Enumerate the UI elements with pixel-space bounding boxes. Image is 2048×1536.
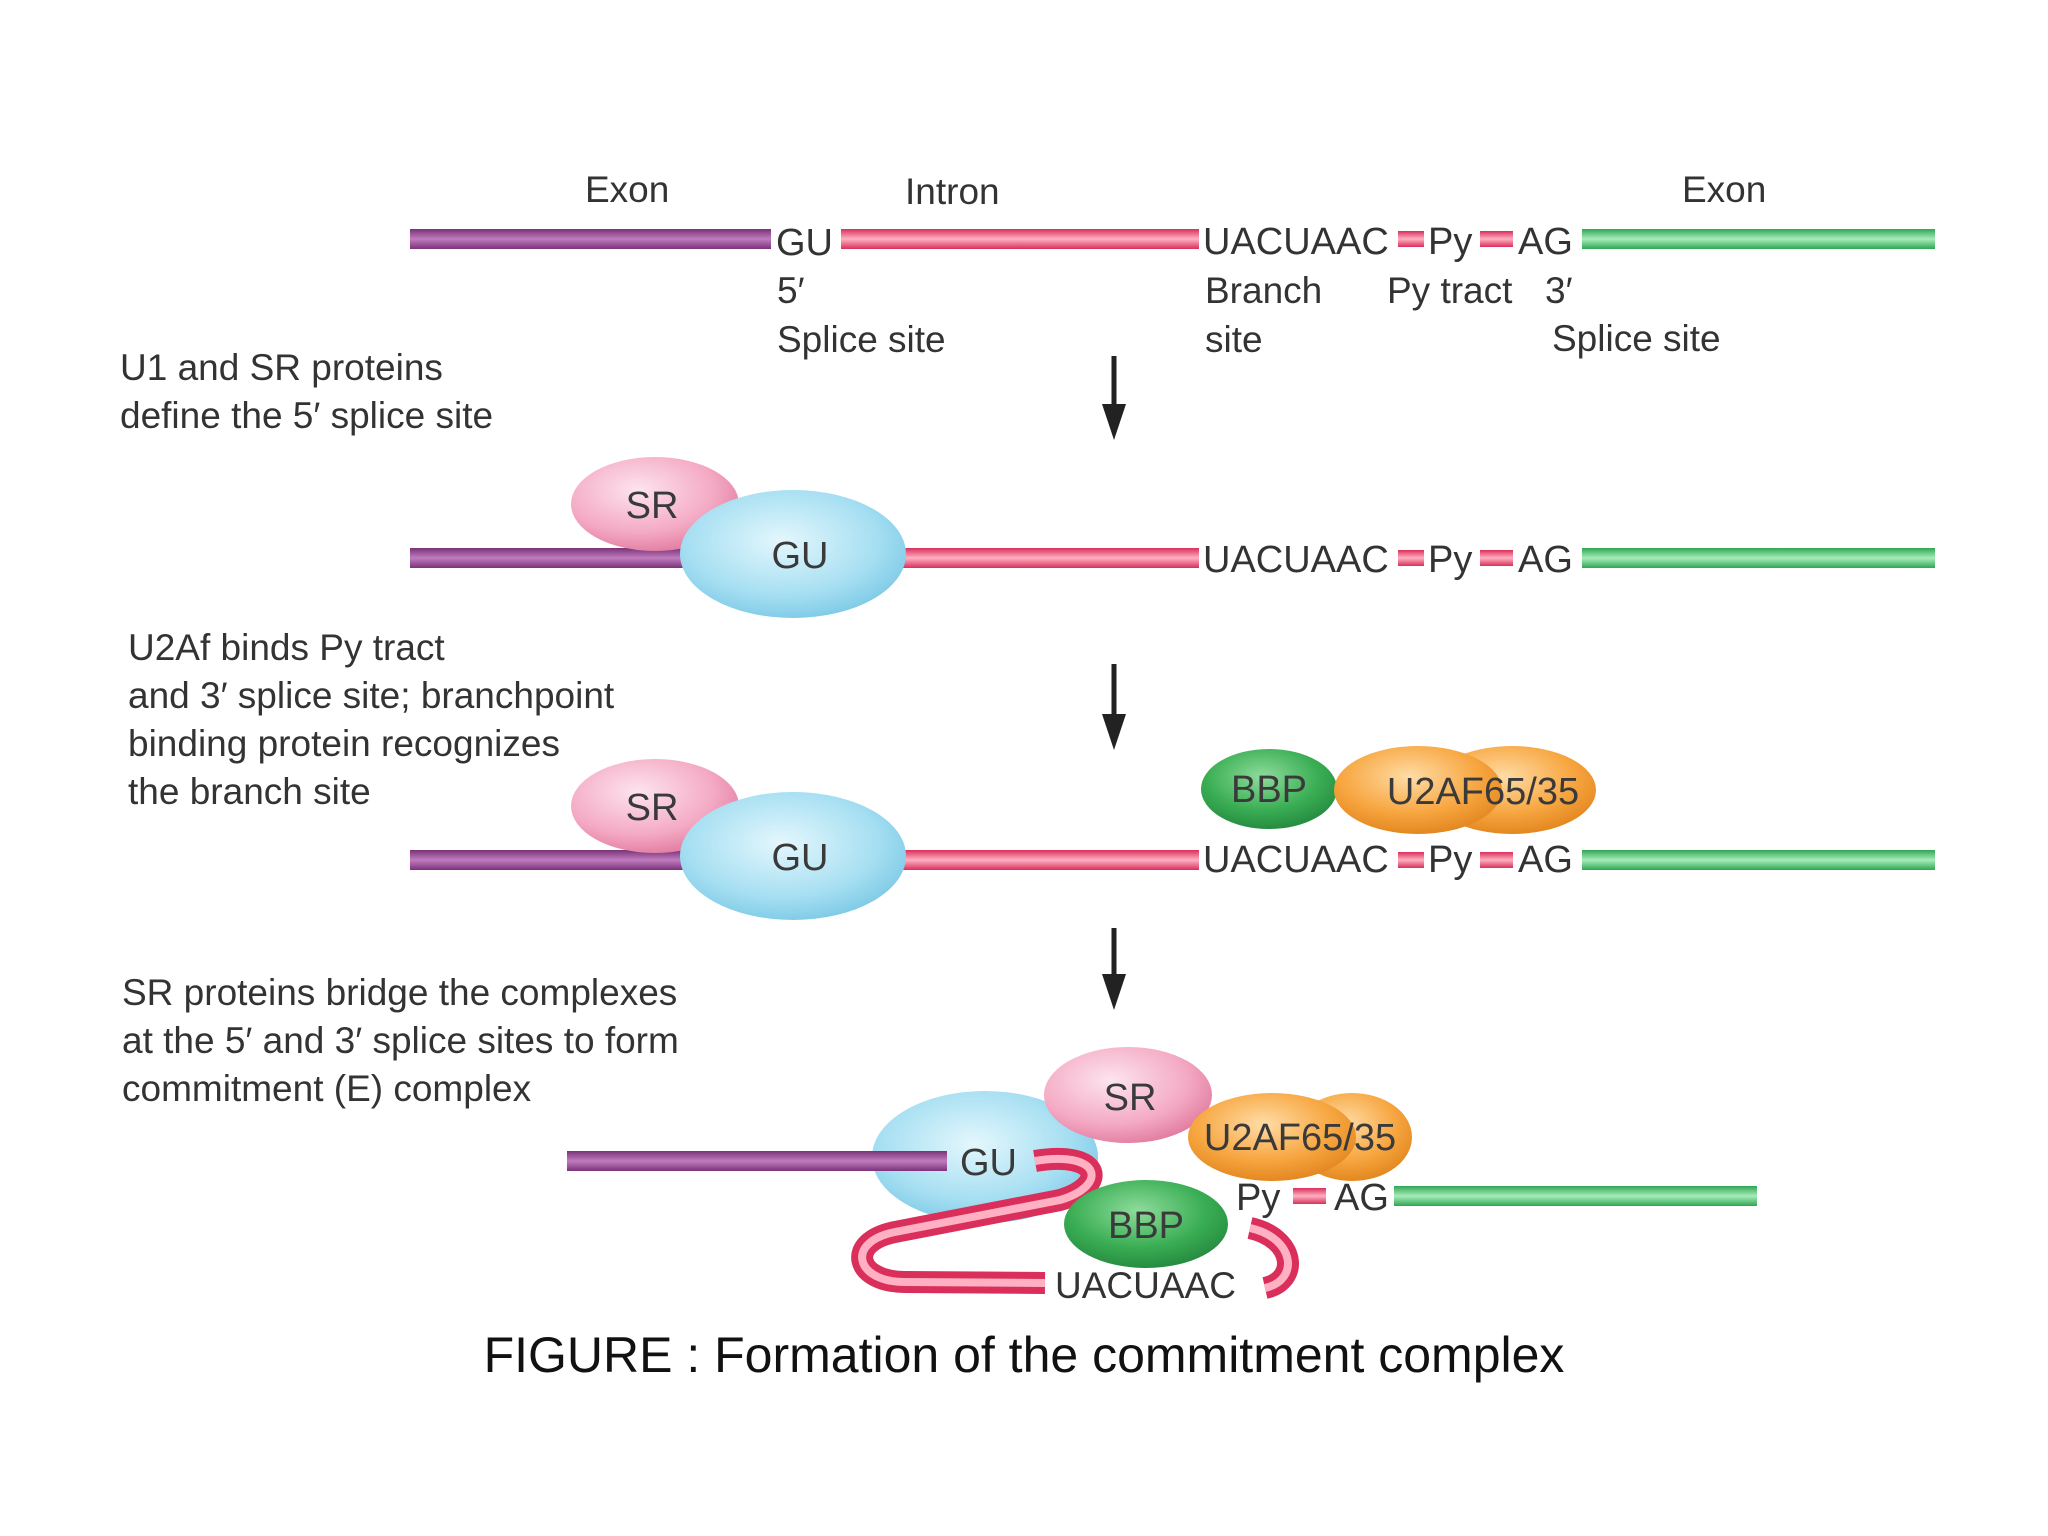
down-arrow	[1102, 928, 1126, 1010]
step2-text-line: and 3′ splice site; branchpoint	[128, 675, 615, 716]
bbp-protein	[1201, 749, 1337, 829]
step1-strand: SR GU UACUAAC Py AG	[410, 457, 1935, 618]
exon-right-segment	[1582, 229, 1935, 249]
sr-label: SR	[626, 485, 679, 527]
bbp-protein	[1064, 1180, 1228, 1268]
linker-segment	[1480, 852, 1513, 868]
linker-segment	[1480, 550, 1513, 566]
gu-dinucleotide: GU	[776, 222, 833, 264]
exon-right-segment	[1582, 548, 1935, 568]
u2af-label: U2AF65/35	[1387, 771, 1579, 813]
ag-dinucleotide: AG	[1518, 539, 1573, 581]
exon-right-segment	[1582, 850, 1935, 870]
intron-segment	[841, 229, 1199, 249]
gu-label: GU	[772, 837, 829, 879]
linker-segment	[1293, 1188, 1326, 1204]
step1-text-line: U1 and SR proteins	[120, 347, 443, 388]
intron-loop-highlight	[858, 1154, 1096, 1287]
five-prime-label: 5′	[777, 270, 805, 311]
linker-segment	[1398, 852, 1424, 868]
pre-mrna-top: Exon Intron Exon GU UACUAAC Py AG 5′ Spl…	[410, 169, 1935, 360]
sr-protein	[1044, 1047, 1212, 1143]
exon-left-segment	[410, 850, 690, 870]
figure-caption: FIGURE : Formation of the commitment com…	[484, 1327, 1565, 1383]
ag-dinucleotide: AG	[1518, 221, 1573, 263]
py-tract-label: Py	[1428, 839, 1472, 881]
branch-sequence: UACUAAC	[1055, 1265, 1236, 1306]
bbp-label: BBP	[1231, 769, 1307, 811]
step2-description: U2Af binds Py tract and 3′ splice site; …	[128, 627, 615, 812]
exon-right-label: Exon	[1682, 169, 1766, 210]
linker-segment	[1480, 231, 1513, 247]
step2-text-line: binding protein recognizes	[128, 723, 560, 764]
commitment-complex: GU SR U2AF65/35 BBP Py AG UACUAAC	[567, 1047, 1757, 1306]
u2af-label: U2AF65/35	[1204, 1117, 1396, 1159]
ag-dinucleotide: AG	[1518, 839, 1573, 881]
exon-left-segment	[410, 548, 690, 568]
gu-label: GU	[960, 1142, 1017, 1184]
intron-segment	[890, 850, 1199, 870]
intron-label: Intron	[905, 171, 1000, 212]
sr-label: SR	[1104, 1077, 1157, 1119]
branch-sequence: UACUAAC	[1203, 839, 1389, 881]
branch-sequence: UACUAAC	[1203, 539, 1389, 581]
exon-left-label: Exon	[585, 169, 669, 210]
step3-text-line: SR proteins bridge the complexes	[122, 972, 677, 1013]
step2-text-line: U2Af binds Py tract	[128, 627, 445, 668]
branch-site-label: site	[1205, 319, 1263, 360]
exon-right-segment	[1394, 1186, 1757, 1206]
down-arrow	[1102, 664, 1126, 750]
py-tract-label: Py	[1236, 1177, 1280, 1219]
linker-segment	[1398, 231, 1424, 247]
step1-text-line: define the 5′ splice site	[120, 395, 493, 436]
ag-dinucleotide: AG	[1334, 1177, 1389, 1219]
step3-text-line: commitment (E) complex	[122, 1068, 532, 1109]
u1-snrnp	[680, 490, 906, 618]
step2-strand: SR GU BBP U2AF65/35 UACUAAC Py AG	[410, 746, 1935, 920]
gu-label: GU	[772, 535, 829, 577]
step2-text-line: the branch site	[128, 771, 371, 812]
branch-label: Branch	[1205, 270, 1322, 311]
three-prime-label: 3′	[1545, 270, 1573, 311]
py-tract-label: Py	[1428, 221, 1472, 263]
exon-left-segment	[410, 229, 771, 249]
py-tract-label: Py	[1428, 539, 1472, 581]
branch-sequence: UACUAAC	[1203, 221, 1389, 263]
py-tract-caption: Py tract	[1387, 270, 1513, 311]
exon-left-segment	[567, 1151, 947, 1171]
intron-segment	[890, 548, 1199, 568]
sr-label: SR	[626, 787, 679, 829]
five-splice-site-label: Splice site	[777, 319, 946, 360]
bbp-label: BBP	[1108, 1205, 1184, 1247]
three-splice-site-label: Splice site	[1552, 318, 1721, 359]
u1-snrnp	[872, 1091, 1098, 1223]
step1-description: U1 and SR proteins define the 5′ splice …	[120, 347, 493, 436]
u2af65-subunit	[1188, 1093, 1356, 1181]
step3-text-line: at the 5′ and 3′ splice sites to form	[122, 1020, 679, 1061]
step3-description: SR proteins bridge the complexes at the …	[122, 972, 679, 1109]
down-arrow	[1102, 356, 1126, 440]
linker-segment	[1398, 550, 1424, 566]
u2af65-subunit	[1334, 746, 1502, 834]
intron-loop-highlight	[1248, 1224, 1292, 1292]
u1-snrnp	[680, 792, 906, 920]
